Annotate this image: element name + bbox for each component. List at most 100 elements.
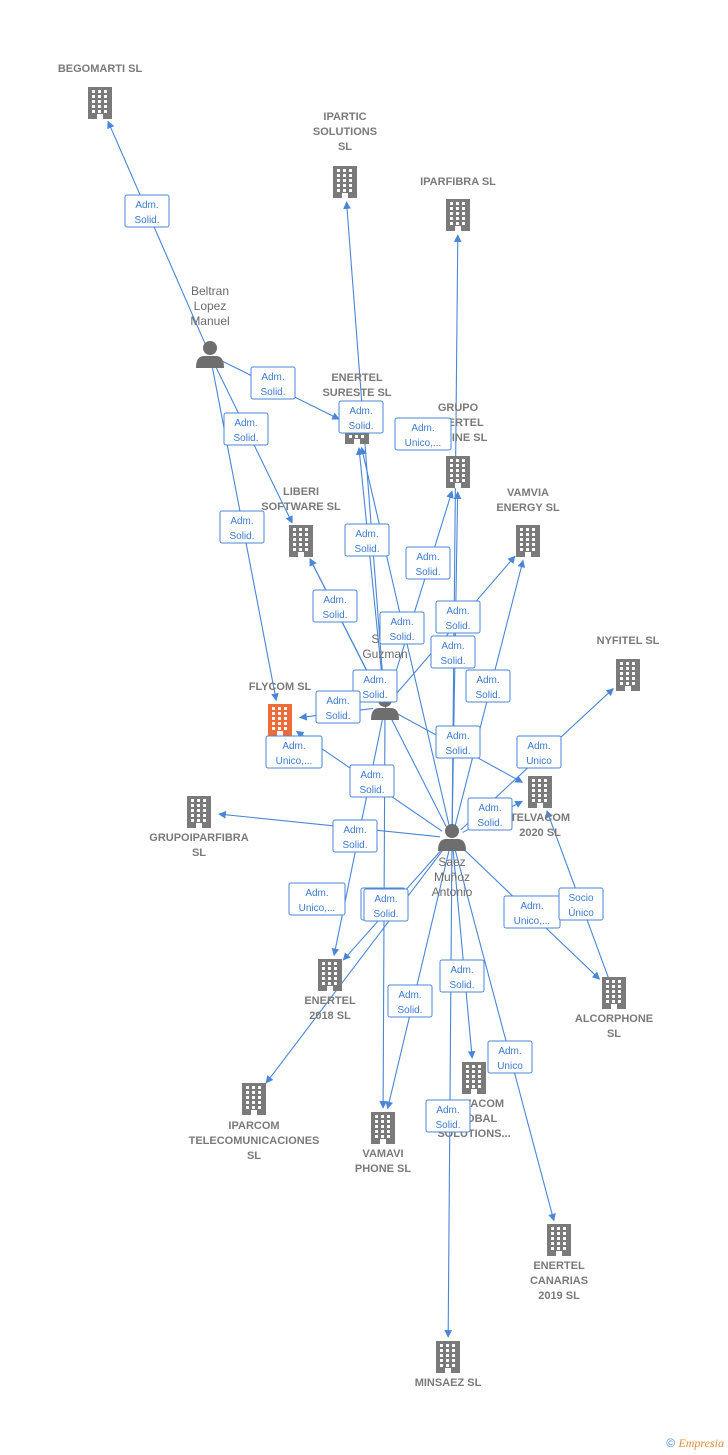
- edge-label-line: Adm.: [436, 1105, 459, 1116]
- edge-label-saez_guzman-to-vamavi[interactable]: Adm.Solid.: [363, 888, 409, 922]
- edge-saez_guzman-to-grupo_enertel: [388, 490, 454, 696]
- edge-label-line: Solid.: [397, 1005, 422, 1016]
- building-icon: [547, 1224, 571, 1256]
- copyright-symbol: ©: [666, 1436, 676, 1450]
- edge-label-box: [352, 669, 398, 703]
- edge-label-saez_guzman-to-enertel2018[interactable]: Adm.Solid.: [332, 819, 378, 853]
- edge-label-beltran-to-flycom[interactable]: Adm. Solid.: [219, 510, 265, 544]
- edge-label-saez_munoz-to-nyfitel[interactable]: Adm.Unico: [516, 735, 562, 769]
- edge-label-line: Adm.: [349, 406, 372, 417]
- edge-label-box: [487, 1040, 533, 1074]
- edge-label-saez_munoz-to-iparfibra[interactable]: Adm.Solid.: [405, 546, 451, 580]
- edge-label-line: Solid.: [229, 531, 254, 542]
- edge-label-saez_munoz-to-enertel_canarias[interactable]: Adm.Unico: [487, 1040, 533, 1074]
- edge-label-line: Unico,...: [299, 903, 336, 914]
- node-label: Manuel: [190, 314, 229, 328]
- edge-label-beltran-to-begomarti[interactable]: Adm.Solid.: [124, 194, 170, 228]
- edge-label-saez_munoz-to-vamvia[interactable]: Adm.Solid.: [465, 669, 511, 703]
- edge-label-saez_munoz-to-telvacom_global[interactable]: Adm.Solid.: [439, 959, 485, 993]
- edge-label-line: Solid.: [449, 980, 474, 991]
- edge-label-saez_munoz-to-telvacom[interactable]: Adm.Solid.: [467, 797, 513, 831]
- edge-label-beltran-to-liberi[interactable]: Adm.Solid.: [223, 412, 269, 446]
- edge-label-box: [349, 764, 395, 798]
- building-icon: [333, 166, 357, 198]
- edge-label-line: Solid.: [440, 656, 465, 667]
- edge-label-saez_munoz-to-alcorphone[interactable]: Adm.Unico,...: [503, 895, 561, 929]
- edge-label-saez_munoz-to-liberi[interactable]: Adm.Solid.: [379, 611, 425, 645]
- node-label: 2019 SL: [538, 1290, 580, 1302]
- edge-label-box: [315, 690, 361, 724]
- node-label: NYFITEL SL: [597, 635, 660, 647]
- edge-label-saez_guzman-to-telvacom[interactable]: Adm.Solid.: [435, 725, 481, 759]
- building-icon: [528, 776, 552, 808]
- edge-label-line: Adm.: [398, 990, 421, 1001]
- edge-label-saez_munoz-to-iparcom[interactable]: Adm.Unico,...: [288, 882, 346, 916]
- person-icon: [438, 824, 466, 851]
- edge-label-box: [250, 366, 296, 400]
- edge-saez_munoz-to-iparcom: [265, 847, 446, 1084]
- edge-label-line: Único: [568, 906, 594, 919]
- edge-label-line: Solid.: [475, 690, 500, 701]
- edge-label-saez_guzman-to-vamvia[interactable]: Adm.Solid.: [430, 635, 476, 669]
- edge-label-beltran-to-enertel_sureste[interactable]: Adm.Solid.: [250, 366, 296, 400]
- edge-saez_guzman-to-enertel_sureste: [355, 447, 385, 696]
- building-icon: [242, 1083, 266, 1115]
- edge-label-saez_guzman-to-grupo_enertel[interactable]: Adm.Solid.: [435, 600, 481, 634]
- edge-label-saez_guzman-to-enertel_sureste[interactable]: Adm.Solid.: [344, 523, 390, 557]
- node-label: ENERTEL: [533, 1260, 585, 1272]
- edge-label-saez_guzman-to-ipartic[interactable]: Adm.Solid.: [338, 400, 384, 434]
- node-label: IPARCOM: [228, 1120, 279, 1132]
- edge-label-line: Adm.: [478, 803, 501, 814]
- building-icon: [187, 796, 211, 828]
- edge-saez_munoz-to-minsaez: [444, 849, 453, 1338]
- edge-label-saez_guzman-to-flycom[interactable]: Adm.Solid.: [315, 690, 361, 724]
- node-label: Lopez: [194, 299, 227, 313]
- node-label: GRUPO: [438, 402, 479, 414]
- edge-label-line: Unico,...: [405, 438, 442, 449]
- edge-label-line: Adm.: [230, 516, 253, 527]
- edge-label-box: [387, 984, 433, 1018]
- footer-brand: © Empresia: [666, 1436, 724, 1451]
- edge-label-line: Adm.: [411, 423, 434, 434]
- node-label: PHONE SL: [355, 1163, 412, 1175]
- building-icon: [602, 977, 626, 1009]
- edge-label-saez_munoz-to-enertel_sureste[interactable]: Adm.Solid.: [352, 669, 398, 703]
- edge-label-saez_munoz-to-flycom[interactable]: Adm.Solid.: [349, 764, 395, 798]
- brand-name: Empresia: [678, 1436, 724, 1450]
- node-nyfitel[interactable]: NYFITEL SL: [597, 635, 660, 691]
- node-begomarti[interactable]: BEGOMARTI SL: [58, 63, 143, 119]
- edge-label-saez_munoz-to-vamavi[interactable]: Adm. Solid.: [387, 984, 433, 1018]
- node-label: ENERTEL: [331, 372, 383, 384]
- edge-label-saez_munoz-to-grupo_enertel[interactable]: Adm. Unico,...: [394, 417, 452, 451]
- edge-label-saez_munoz-to-minsaez[interactable]: Adm.Solid.: [425, 1099, 471, 1133]
- node-label: Guzman: [362, 647, 407, 661]
- edge-label-line: Adm.: [326, 696, 349, 707]
- building-icon: [289, 525, 313, 557]
- node-iparfibra[interactable]: IPARFIBRA SL: [420, 176, 496, 231]
- edge-label-box: [219, 510, 265, 544]
- node-minsaez[interactable]: MINSAEZ SL: [415, 1341, 482, 1389]
- edge-label-saez_guzman-to-liberi[interactable]: Adm.Solid.: [312, 589, 358, 623]
- edge-label-box: [516, 735, 562, 769]
- edge-label-line: Adm.: [446, 606, 469, 617]
- edge-label-line: Adm.: [355, 529, 378, 540]
- edge-label-box: [332, 819, 378, 853]
- edge-label-line: Adm.: [527, 741, 550, 752]
- node-flycom[interactable]: FLYCOM SL: [249, 681, 312, 736]
- node-label: SL: [192, 847, 206, 859]
- edge-label-box: [363, 888, 409, 922]
- edge-label-saez_munoz-to-grupoiparfibra[interactable]: Adm.Unico,...: [265, 735, 323, 769]
